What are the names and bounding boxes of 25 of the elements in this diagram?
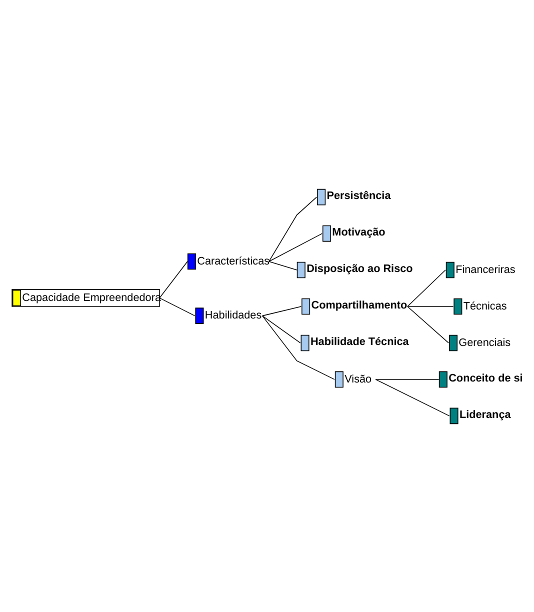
connector <box>375 378 440 380</box>
node-label: Disposição ao Risco <box>306 262 413 275</box>
connector <box>159 260 188 298</box>
connector <box>268 196 318 262</box>
connector <box>268 260 298 270</box>
connector <box>375 378 450 416</box>
node-label: Compartilhamento <box>311 299 408 312</box>
node-label: Gerenciais <box>458 336 511 348</box>
connector <box>262 314 335 380</box>
node-label: Visão <box>344 372 372 385</box>
node-label: Técnicas <box>463 300 507 312</box>
connector <box>262 306 302 316</box>
connector <box>407 306 449 343</box>
connector <box>268 232 322 262</box>
node-label: Motivação <box>332 226 386 238</box>
node-label: Financeriras <box>456 263 516 276</box>
node-label: Liderança <box>459 408 511 421</box>
connector <box>159 297 196 316</box>
node-label: Conceito de si <box>448 372 523 384</box>
connector <box>407 269 446 306</box>
connector <box>262 314 301 343</box>
node-label: Habilidade Técnica <box>310 336 409 348</box>
node-label: Persistência <box>326 190 391 202</box>
node-label: Características <box>197 254 270 267</box>
node-label: Habilidades <box>204 309 262 322</box>
